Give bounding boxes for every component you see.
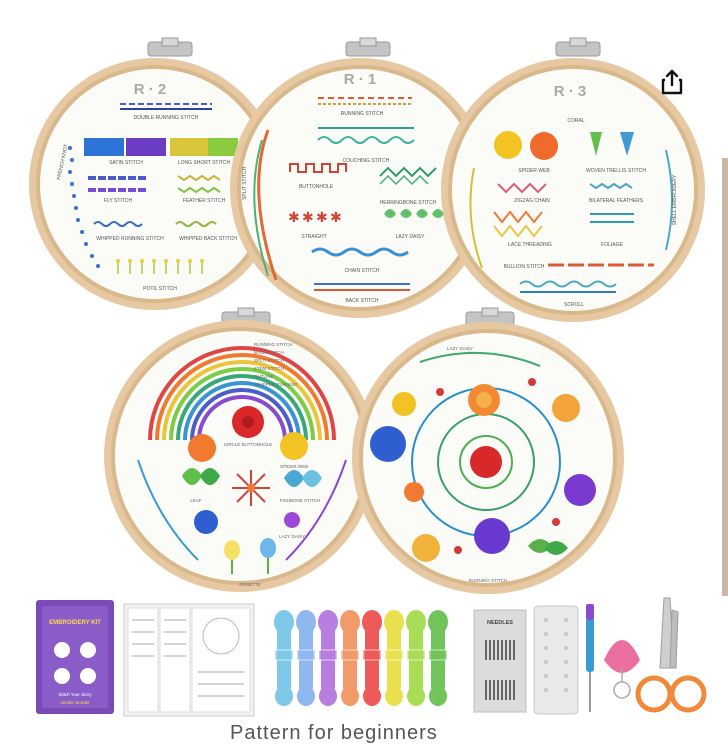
label-whipped-back: WHIPPED BACK STITCH	[179, 236, 237, 242]
thread-organizer	[533, 605, 579, 715]
booklet-subtitle: Stitch Your Story	[58, 692, 92, 697]
label-r-outline: OUTLINE	[254, 374, 274, 379]
label-long-short: LONG SHORT STITCH	[178, 160, 231, 166]
label-bullion: BULLION STITCH	[504, 264, 545, 270]
label-straight: STRAIGHT	[301, 234, 326, 240]
hoop-r1-tag: R · 1	[344, 71, 377, 88]
label-couching: COUCHING STITCH	[343, 158, 390, 164]
label-r-fishbone: FISHBONE STITCH	[280, 498, 321, 503]
svg-text:✱: ✱	[302, 209, 314, 225]
label-bilateral-feathers: BILATERAL FEATHERS	[589, 198, 644, 204]
booklet: EMBROIDERY KIT Stitch Your Story needle …	[36, 600, 114, 714]
label-r-whipped: WHIPPED RUNNING	[254, 382, 298, 387]
label-r-rosette: ROSETTE	[239, 582, 260, 587]
hoop-r3-tag: R · 3	[554, 83, 587, 100]
booklet-title: EMBROIDERY KIT	[49, 620, 101, 626]
share-button[interactable]	[652, 62, 692, 102]
hoop-r1: R · 1 RUNNING STITCH COUCHING STITCH BUT…	[230, 37, 490, 318]
label-r-circle-buttonhole: CIRCLE BUTTONHOLE	[224, 442, 272, 447]
hoop-rainbow: RUNNING STITCH BACK STITCH SPLIT STITCH …	[104, 307, 376, 592]
cropped-caption: Pattern for beginners	[230, 722, 438, 744]
label-double-running: DOUBLE RUNNING STITCH	[134, 115, 199, 121]
label-foliage: FOLIAGE	[601, 242, 623, 248]
label-split: SPLIT STITCH	[242, 166, 248, 200]
thread-skeins	[274, 610, 448, 706]
label-r-stem: STEM STITCH	[254, 366, 284, 371]
thread-skein	[406, 610, 426, 706]
label-r-leaf: LEAF	[190, 498, 202, 503]
svg-text:✱: ✱	[288, 209, 300, 225]
thread-skein	[428, 610, 448, 706]
pattern-sheets	[123, 603, 255, 717]
label-g-lazy-daisy: LAZY DAISY	[447, 346, 473, 351]
label-r-spider-web: SPIDER WEB	[280, 464, 308, 469]
label-whipped-running: WHIPPED RUNNING STITCH	[96, 236, 164, 242]
label-fly: FLY STITCH	[104, 198, 133, 204]
scissors	[635, 597, 707, 713]
thread-skein	[384, 610, 404, 706]
label-lazy-daisy: LAZY DAISY	[396, 234, 425, 240]
hoop-r2-tag: R · 2	[134, 81, 167, 98]
label-woven-trellis: WOVEN TRELLIS STITCH	[586, 168, 646, 174]
thread-skein	[318, 610, 338, 706]
label-chain: CHAIN STITCH	[345, 268, 380, 274]
label-g-running: RUNNING STITCH	[469, 578, 508, 583]
adjacent-image-edge	[722, 158, 728, 596]
hoop-r3: R · 3 CORAL SPIDER WEB WOVEN TRELLIS STI…	[441, 37, 705, 322]
label-scroll: SCROLL	[564, 302, 584, 308]
hoop-r2: R · 2 DOUBLE RUNNING STITCH SATIN STITCH…	[29, 37, 281, 310]
label-satin: SATIN STITCH	[109, 160, 143, 166]
label-back: BACK STITCH	[345, 298, 378, 304]
needles-label: NEEDLES	[487, 620, 513, 626]
thread-skein	[296, 610, 316, 706]
label-shell-embroidery: SHELL EMBROIDERY	[672, 174, 678, 225]
label-running: RUNNING STITCH	[341, 111, 384, 117]
thread-skein	[340, 610, 360, 706]
label-feather: FEATHER STITCH	[183, 198, 226, 204]
label-buttonhole: BUTTONHOLE	[299, 184, 334, 190]
svg-text:✱: ✱	[316, 209, 328, 225]
seam-ripper	[586, 604, 594, 712]
needle-threader	[604, 640, 640, 699]
hoop-garden: LAZY DAISY RUNNING STITCH	[352, 307, 624, 594]
label-r-running: RUNNING STITCH	[254, 342, 293, 347]
needle-card: NEEDLES	[473, 609, 527, 713]
label-r-split: SPLIT STITCH	[254, 358, 284, 363]
thread-skein	[362, 610, 382, 706]
label-r-back: BACK STITCH	[254, 350, 284, 355]
label-lace-threading: LACE THREADING	[508, 242, 552, 248]
share-icon	[661, 69, 683, 95]
label-coral: CORAL	[567, 118, 584, 124]
label-spider-web: SPIDER WEB	[518, 168, 550, 174]
label-pistil: POTIL STITCH	[143, 286, 177, 292]
booklet-brand: needle wonder	[60, 700, 90, 705]
label-zigzag-chain: ZIGZAG CHAIN	[514, 198, 550, 204]
thread-skein	[274, 610, 294, 706]
label-r-lazy-daisy: LAZY DAISY	[279, 534, 305, 539]
label-herringbone: HERRINGBONE STITCH	[380, 200, 437, 206]
svg-text:✱: ✱	[330, 209, 342, 225]
